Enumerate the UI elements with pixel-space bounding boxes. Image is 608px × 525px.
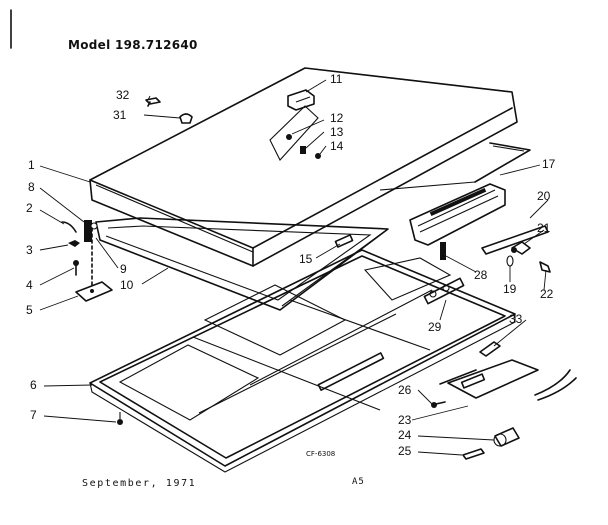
page-number: A5 [352, 477, 365, 487]
top-small-parts [145, 89, 321, 161]
callout-label: 4 [26, 278, 33, 292]
callout-label: 10 [120, 278, 134, 292]
callout-label: 19 [503, 282, 517, 296]
drawing-code: CF-6308 [306, 450, 336, 458]
callout-label: 13 [330, 125, 344, 139]
model-number-title: Model 198.712640 [68, 38, 198, 52]
callout-label: 32 [116, 88, 130, 102]
callout-label: 33 [509, 312, 523, 326]
callout-label: 22 [540, 287, 554, 301]
callout-label: 26 [398, 383, 412, 397]
clip-part-15 [334, 234, 354, 248]
callout-label: 21 [537, 221, 551, 235]
screw-part-7 [117, 419, 123, 425]
callout-label: 31 [113, 108, 127, 122]
callout-label: 14 [330, 139, 344, 153]
callout-label: 25 [398, 444, 412, 458]
callout-label: 29 [428, 320, 442, 334]
callout-label: 3 [26, 243, 33, 257]
leader-lines [39, 79, 549, 456]
callout-label: 1 [28, 158, 35, 172]
callout-label: 8 [28, 180, 35, 194]
right-side-parts [440, 225, 551, 273]
callout-label: 17 [542, 157, 556, 171]
callout-label: 15 [299, 252, 313, 266]
lid-part-1 [89, 67, 518, 267]
seal-strip-part-17 [379, 142, 531, 191]
cabinet-base-part-6 [89, 249, 516, 473]
callout-label: 9 [120, 262, 127, 276]
thermostat-assembly [431, 341, 577, 460]
callout-label: 20 [537, 189, 551, 203]
callout-label: 28 [474, 268, 488, 282]
publication-date: September, 1971 [82, 478, 197, 489]
callout-label: 23 [398, 413, 412, 427]
callout-label: 7 [30, 408, 37, 422]
callout-label: 2 [26, 201, 33, 215]
callout-label: 24 [398, 428, 412, 442]
callout-label: 11 [330, 72, 343, 86]
front-molding [409, 183, 506, 246]
callout-label: 12 [330, 111, 344, 125]
callout-label: 5 [26, 303, 33, 317]
hinge-assembly [61, 220, 113, 302]
callout-label: 6 [30, 378, 37, 392]
